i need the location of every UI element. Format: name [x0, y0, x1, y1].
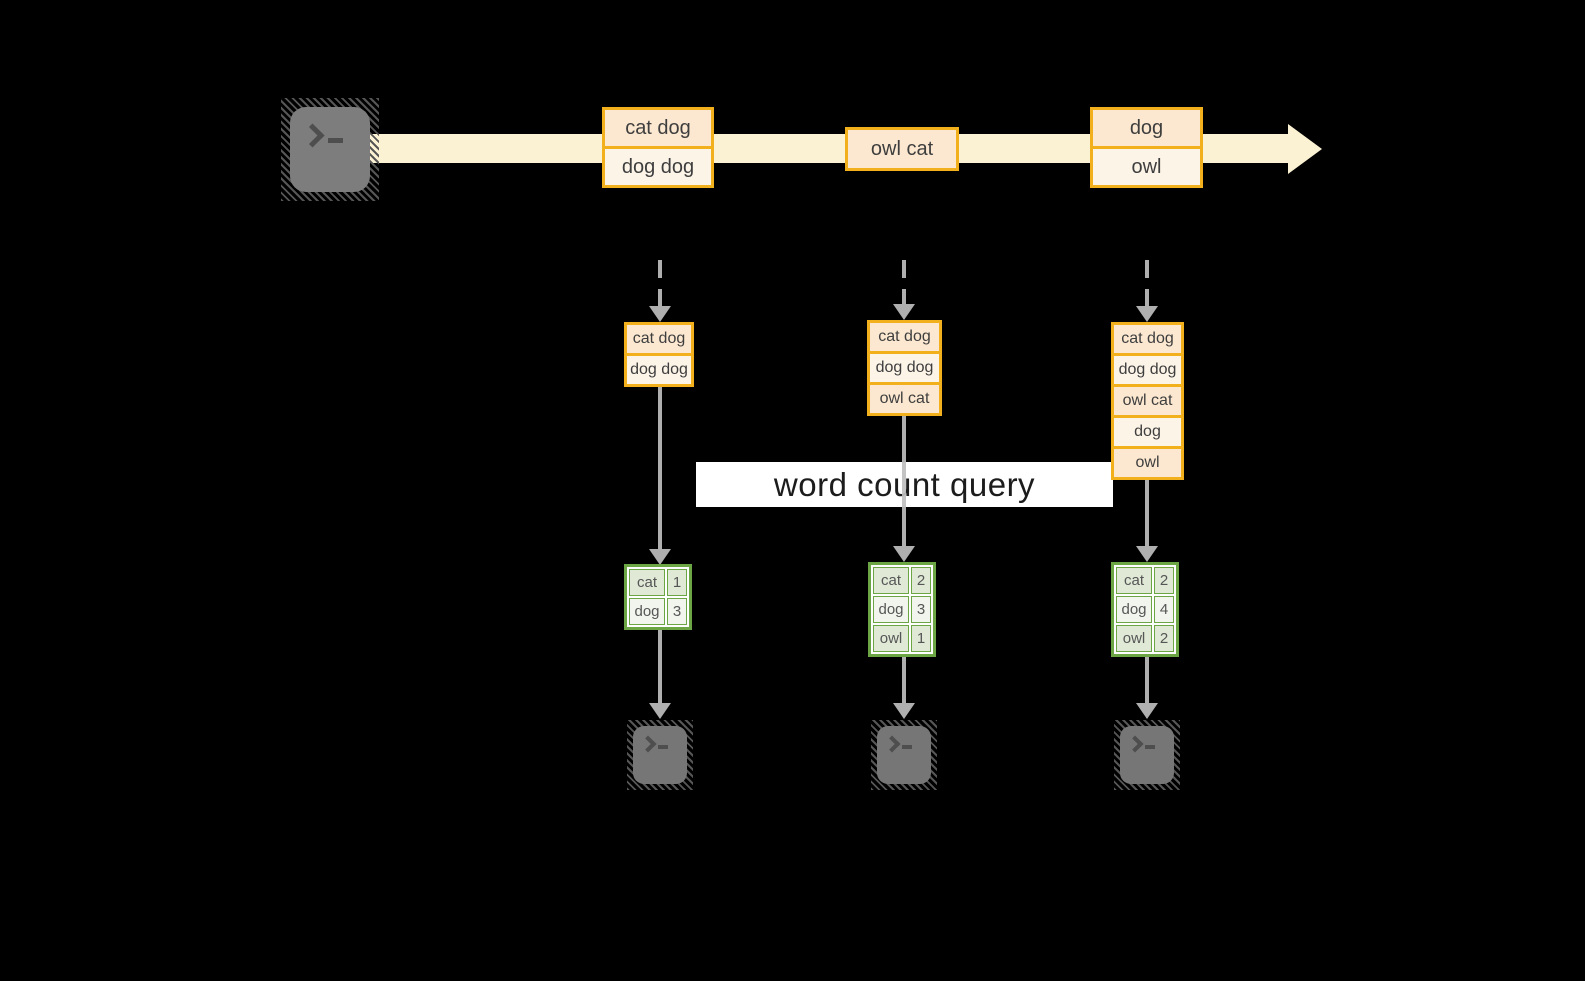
arrow-line [1145, 260, 1149, 306]
stream-event-box-2: owl cat [845, 127, 959, 171]
arrow-head [893, 703, 915, 719]
source-terminal-icon [281, 98, 379, 201]
arrow-head [1136, 703, 1158, 719]
arrow-head [649, 306, 671, 322]
arrow-head [893, 304, 915, 320]
arrow-line [902, 657, 906, 703]
word-cell: owl [1116, 625, 1152, 652]
dashed-down-arrow [648, 260, 672, 322]
batch-row: cat dog [627, 325, 691, 353]
count-cell: 1 [911, 625, 931, 652]
arrow-line [902, 416, 906, 546]
word-count-table-3: cat 2 dog 4 owl 2 [1111, 562, 1179, 657]
accumulated-batch-table-1: cat dog dog dog [624, 322, 694, 387]
word-cell: owl [873, 625, 909, 652]
terminal-body [633, 726, 687, 784]
stream-event-line: dog [1093, 110, 1200, 146]
arrow-line [1145, 480, 1149, 546]
terminal-prompt-icon [639, 735, 668, 753]
chevron-right-icon [883, 735, 901, 753]
underscore-cursor-icon [658, 745, 668, 749]
solid-down-arrow [1135, 657, 1159, 719]
output-terminal-icon [871, 720, 937, 790]
arrow-head [893, 546, 915, 562]
count-cell: 3 [667, 598, 687, 625]
stream-event-line: dog dog [605, 149, 711, 185]
count-cell: 4 [1154, 596, 1174, 623]
output-terminal-icon [1114, 720, 1180, 790]
solid-down-arrow [1135, 480, 1159, 562]
count-cell: 2 [1154, 567, 1174, 594]
underscore-cursor-icon [902, 745, 912, 749]
stream-event-line: owl [1093, 149, 1200, 185]
dashed-down-arrow [1135, 260, 1159, 322]
stream-event-box-3: dog owl [1090, 107, 1203, 188]
terminal-body [290, 107, 370, 192]
batch-row: dog [1114, 418, 1181, 446]
arrow-head [1136, 546, 1158, 562]
solid-down-arrow [648, 630, 672, 719]
chevron-right-icon [300, 123, 325, 148]
count-cell: 2 [1154, 625, 1174, 652]
batch-row: owl cat [870, 385, 939, 413]
arrow-head [649, 703, 671, 719]
accumulated-batch-table-3: cat dog dog dog owl cat dog owl [1111, 322, 1184, 480]
solid-down-arrow [648, 387, 672, 565]
word-cell: dog [873, 596, 909, 623]
count-cell: 3 [911, 596, 931, 623]
word-cell: cat [1116, 567, 1152, 594]
chevron-right-icon [1126, 735, 1144, 753]
accumulated-batch-table-2: cat dog dog dog owl cat [867, 320, 942, 416]
arrow-head [1136, 306, 1158, 322]
word-cell: cat [873, 567, 909, 594]
word-count-table-1: cat 1 dog 3 [624, 564, 692, 630]
underscore-cursor-icon [1145, 745, 1155, 749]
solid-down-arrow [892, 416, 916, 562]
terminal-body [1120, 726, 1174, 784]
batch-row: cat dog [870, 323, 939, 351]
output-terminal-icon [627, 720, 693, 790]
chevron-right-icon [639, 735, 657, 753]
dashed-down-arrow [892, 260, 916, 320]
solid-down-arrow [892, 657, 916, 719]
word-cell: dog [629, 598, 665, 625]
arrow-line [902, 260, 906, 304]
word-cell: dog [1116, 596, 1152, 623]
arrow-line [1145, 657, 1149, 703]
batch-row: dog dog [870, 354, 939, 382]
batch-row: dog dog [1114, 356, 1181, 384]
terminal-prompt-icon [883, 735, 912, 753]
terminal-prompt-icon [300, 123, 343, 148]
stream-event-line: owl cat [848, 130, 956, 168]
batch-row: dog dog [627, 356, 691, 384]
arrow-line [658, 387, 662, 549]
batch-row: owl cat [1114, 387, 1181, 415]
word-cell: cat [629, 569, 665, 596]
stream-arrow-head [1288, 124, 1322, 174]
terminal-body [877, 726, 931, 784]
count-cell: 2 [911, 567, 931, 594]
arrow-line [658, 630, 662, 703]
stream-event-line: cat dog [605, 110, 711, 146]
batch-row: owl [1114, 449, 1181, 477]
underscore-cursor-icon [328, 138, 343, 143]
word-count-table-2: cat 2 dog 3 owl 1 [868, 562, 936, 657]
arrow-line [658, 260, 662, 306]
batch-row: cat dog [1114, 325, 1181, 353]
terminal-prompt-icon [1126, 735, 1155, 753]
count-cell: 1 [667, 569, 687, 596]
arrow-head [649, 549, 671, 565]
stream-event-box-1: cat dog dog dog [602, 107, 714, 188]
